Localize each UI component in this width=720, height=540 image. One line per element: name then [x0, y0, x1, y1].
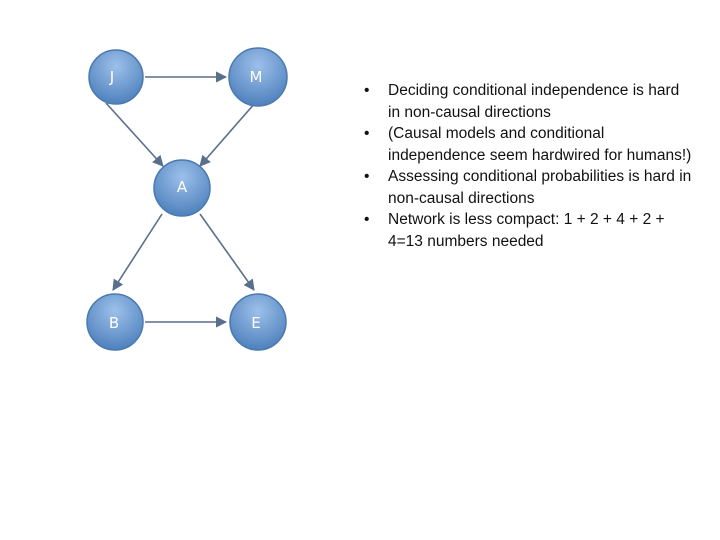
node-a-label: A [177, 178, 188, 196]
node-e: E [229, 293, 287, 351]
bullet-dot: • [364, 211, 370, 228]
node-m-label: M [250, 68, 263, 86]
bullet-text-3: Assessing conditional probabilities is h… [388, 168, 692, 207]
bullet-list: • Deciding conditional independence is ha… [364, 80, 694, 252]
bullet-dot: • [364, 168, 370, 185]
edge-a-to-b [112, 213, 163, 291]
bullet-item-2: • (Causal models and conditional independ… [364, 123, 694, 166]
node-b-label: B [109, 314, 119, 332]
bullet-text-1: Deciding conditional independence is har… [388, 82, 680, 121]
node-j-label: J [109, 68, 114, 86]
edge-a-to-e [199, 213, 255, 291]
node-b: B [86, 293, 144, 351]
node-a: A [153, 159, 211, 217]
bullet-item-1: • Deciding conditional independence is ha… [364, 80, 694, 123]
bullet-text-4: Network is less compact: 1 + 2 + 4 + 2 +… [388, 211, 665, 250]
node-m: M [228, 47, 288, 107]
bullet-dot: • [364, 125, 370, 142]
bayes-network-diagram: J M A B E [86, 47, 288, 351]
bullet-item-4: • Network is less compact: 1 + 2 + 4 + 2 … [364, 209, 694, 252]
edge-m-to-a [199, 102, 256, 167]
bullet-text-2: (Causal models and conditional independe… [388, 125, 692, 164]
bullet-item-3: • Assessing conditional probabilities is … [364, 166, 694, 209]
node-j: J [88, 49, 144, 105]
node-e-label: E [251, 314, 260, 332]
bullet-dot: • [364, 82, 370, 99]
edge-j-to-a [105, 102, 164, 167]
